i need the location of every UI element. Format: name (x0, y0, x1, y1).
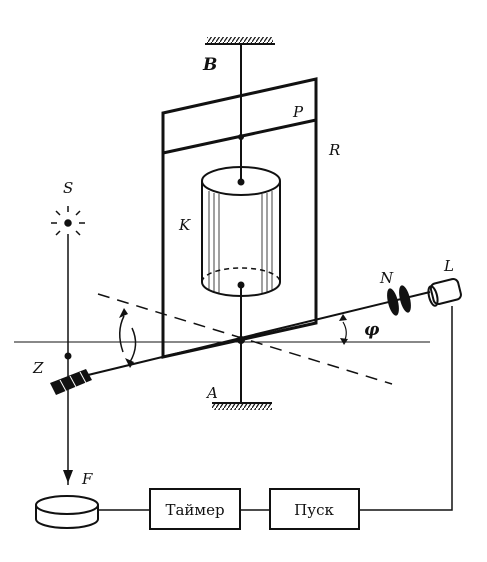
label-p: P (292, 103, 304, 121)
label-phi: φ (364, 320, 380, 340)
start-box (269, 488, 360, 530)
detector-f (35, 495, 99, 529)
label-b: B (202, 55, 217, 75)
timer-label: Таймер (165, 501, 224, 519)
rod-center-point (237, 336, 245, 344)
label-f: F (81, 470, 93, 488)
mirror-z (50, 369, 92, 395)
beam-arrow (63, 470, 73, 483)
start-label: Пуск (294, 501, 334, 519)
rotation-arrow-head-up (119, 308, 128, 318)
plate-p-bar (162, 118, 317, 155)
light-source-s (51, 206, 85, 240)
timer-box (149, 488, 241, 530)
deflection-dashed-line (97, 293, 393, 385)
cylinder-top-point (237, 178, 245, 186)
bottom-floor-support (212, 402, 272, 410)
rotation-arrows (119, 315, 137, 363)
cylinder-k (201, 166, 281, 297)
label-r: R (328, 141, 340, 159)
top-ceiling-support (205, 37, 275, 45)
beam-reflection-point (64, 352, 72, 360)
label-k: K (178, 216, 191, 234)
label-z: Z (32, 359, 44, 377)
light-source-l (427, 278, 462, 307)
wire-l-to-start (359, 306, 453, 511)
label-s: S (63, 179, 73, 197)
angle-arrow-bottom (340, 338, 348, 345)
rotation-arrow-head-down (125, 358, 134, 368)
mirror-rod (87, 291, 431, 376)
magnet-n (387, 285, 411, 316)
label-l: L (443, 257, 454, 275)
frame-r (161, 77, 318, 359)
angle-arrow-top (339, 314, 347, 321)
label-a: A (205, 384, 218, 402)
label-n: N (379, 269, 394, 287)
